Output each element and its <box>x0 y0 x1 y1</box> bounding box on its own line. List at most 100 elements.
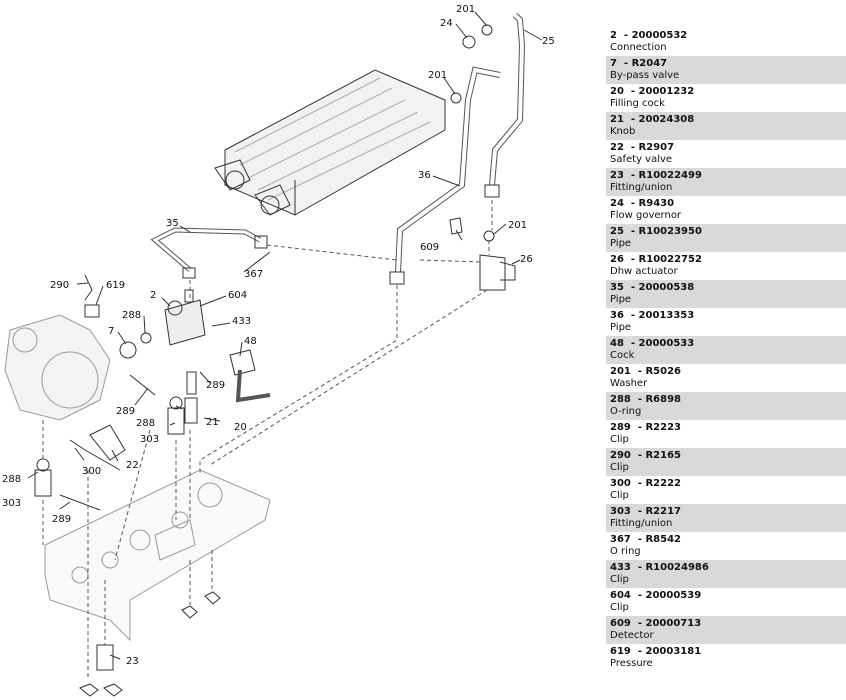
part-number: 26 - R10022752 <box>610 254 702 265</box>
leader-lines <box>27 11 543 660</box>
callout-288-a: 288 <box>122 310 141 321</box>
part-description: O ring <box>610 546 641 557</box>
part-code: 20013353 <box>638 310 695 321</box>
nut-b-drawing <box>204 591 221 605</box>
part-ref: 35 <box>610 282 624 293</box>
callout-20: 20 <box>234 422 247 433</box>
part-number: 24 - R9430 <box>610 198 675 209</box>
part-code: R10022499 <box>638 170 702 181</box>
part-ref: 2 <box>610 30 617 41</box>
part-code: R2223 <box>645 422 682 433</box>
callout-24: 24 <box>440 18 453 29</box>
part-description: Pressure <box>610 658 653 669</box>
part-code: R9430 <box>638 198 675 209</box>
callout-367: 367 <box>244 269 263 280</box>
pipe-36-drawing <box>389 66 501 285</box>
callout-201-a: 201 <box>456 4 475 15</box>
oring-288-drawing <box>36 458 50 472</box>
part-ref: 22 <box>610 142 624 153</box>
part-code: 20000532 <box>631 30 688 41</box>
part-number: 2 - 20000532 <box>610 30 688 41</box>
part-number: 23 - R10022499 <box>610 170 702 181</box>
part-description: Connection <box>610 42 667 53</box>
callout-289-c: 289 <box>52 514 71 525</box>
part-code: R2047 <box>631 58 668 69</box>
nut-a-drawing <box>181 605 198 619</box>
washer-201-drawing <box>481 24 493 36</box>
part-ref: 48 <box>610 338 624 349</box>
clip-290-drawing <box>84 274 93 301</box>
part-description: Clip <box>610 462 629 473</box>
part-number: 290 - R2165 <box>610 450 682 461</box>
heat-exchanger-drawing <box>214 69 446 216</box>
part-number: 20 - 20001232 <box>610 86 695 97</box>
part-description: Pipe <box>610 322 632 333</box>
part-ref: 24 <box>610 198 624 209</box>
flow-governor-24-drawing <box>462 35 476 49</box>
part-ref: 7 <box>610 58 617 69</box>
part-number: 288 - R6898 <box>610 394 682 405</box>
callout-289-a: 289 <box>206 380 225 391</box>
clips-drawing <box>59 374 156 511</box>
exploded-parts-diagram: 201 24 25 201 36 201 26 609 35 367 290 6… <box>2 4 555 697</box>
callout-25: 25 <box>542 36 555 47</box>
part-code: 20000538 <box>638 282 695 293</box>
callout-300: 300 <box>82 466 101 477</box>
part-number: 367 - R8542 <box>610 534 682 545</box>
fitting-303-drawing <box>167 407 185 435</box>
part-ref: 604 <box>610 590 631 601</box>
part-description: Flow governor <box>610 210 682 221</box>
part-ref: 201 <box>610 366 631 377</box>
part-number: 36 - 20013353 <box>610 310 695 321</box>
part-code: R10022752 <box>638 254 702 265</box>
part-ref: 619 <box>610 646 631 657</box>
callout-22: 22 <box>126 460 139 471</box>
part-ref: 433 <box>610 562 631 573</box>
part-description: Washer <box>610 378 648 389</box>
part-code: R2907 <box>638 142 675 153</box>
pipe-25-drawing <box>484 12 526 198</box>
part-number: 35 - 20000538 <box>610 282 695 293</box>
assembly-lines <box>42 200 493 680</box>
callout-619: 619 <box>106 280 125 291</box>
part-code: R6898 <box>645 394 682 405</box>
callout-609: 609 <box>420 242 439 253</box>
part-description: Clip <box>610 434 629 445</box>
part-number: 21 - 20024308 <box>610 114 695 125</box>
part-description: Cock <box>610 350 635 361</box>
callout-433: 433 <box>232 316 251 327</box>
part-description: Fitting/union <box>610 518 673 529</box>
part-number: 433 - R10024986 <box>610 562 709 573</box>
safety-valve-drawing <box>89 424 126 461</box>
part-ref: 23 <box>610 170 624 181</box>
callout-7: 7 <box>108 326 114 337</box>
part-number: 609 - 20000713 <box>610 618 702 629</box>
valve-assembly-drawing <box>119 289 271 424</box>
dhw-actuator-drawing <box>479 254 516 291</box>
callout-201-b: 201 <box>428 70 447 81</box>
washer-201-b-drawing <box>450 92 462 104</box>
part-ref: 26 <box>610 254 624 265</box>
part-ref: 290 <box>610 450 631 461</box>
callout-201-c: 201 <box>508 220 527 231</box>
nut-d-drawing <box>103 683 123 697</box>
callout-2: 2 <box>150 290 156 301</box>
part-ref: 21 <box>610 114 624 125</box>
part-code: R2165 <box>645 450 682 461</box>
part-number: 619 - 20003181 <box>610 646 702 657</box>
